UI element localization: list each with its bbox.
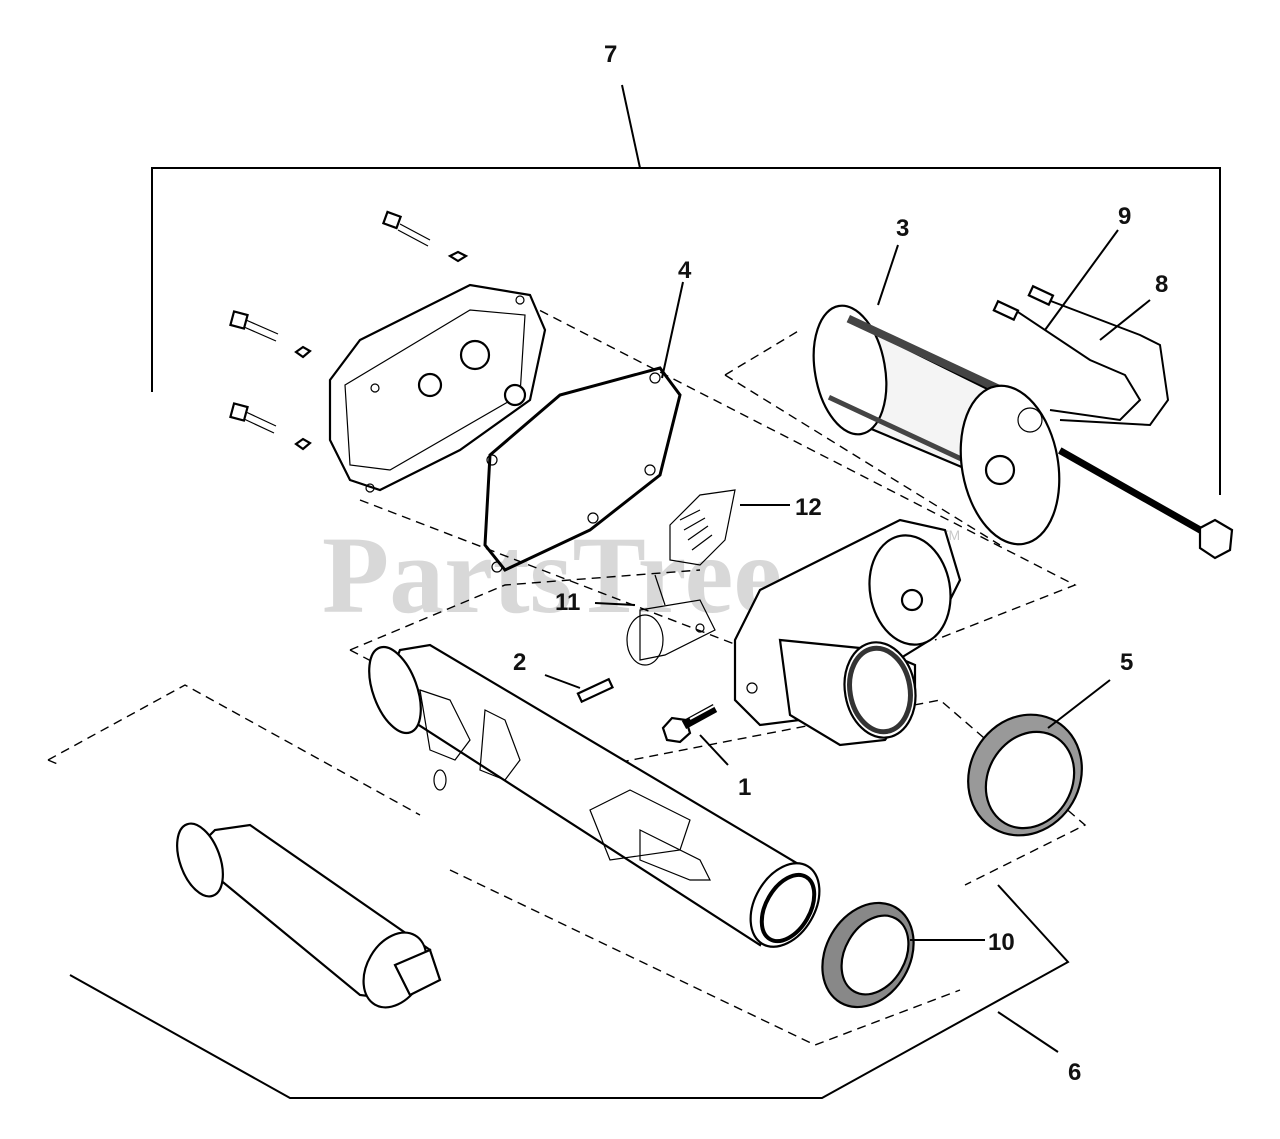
watermark: PartsTree TM: [322, 514, 960, 636]
screw-top: [381, 210, 469, 263]
bracket-assembly-7: [151, 84, 1221, 495]
callout-11: 11: [555, 589, 580, 616]
callout-7: 7: [604, 41, 617, 68]
gear-housing-cover: [328, 283, 547, 493]
callout-4: 4: [678, 257, 692, 284]
motor: [812, 304, 1061, 546]
worm-gear: [626, 489, 736, 666]
gear-housing: [733, 518, 962, 747]
callout-12: 12: [795, 494, 822, 521]
callout-8: 8: [1155, 271, 1168, 298]
seal: [821, 901, 915, 1009]
bracket-assembly-6: [69, 884, 1070, 1099]
actuator-tube: [368, 643, 821, 948]
through-bolt: [1058, 444, 1234, 560]
callout-6: 6: [1068, 1059, 1081, 1086]
callout-3: 3: [896, 215, 909, 242]
callout-5: 5: [1120, 649, 1133, 676]
outer-tube: [176, 822, 442, 1009]
hex-bolt: [661, 704, 718, 744]
pin: [576, 677, 614, 704]
screw-middle: [229, 310, 312, 359]
screw-lower: [229, 402, 312, 451]
callout-9: 9: [1118, 203, 1131, 230]
callout-2: 2: [513, 649, 526, 676]
wires: [992, 284, 1170, 427]
watermark-text: PartsTree: [322, 514, 782, 636]
leader-lines: [544, 229, 1151, 941]
callout-labels: 7 3 9 4 8 12 11 2 5 1 10 6: [513, 41, 1168, 1086]
callout-1: 1: [738, 774, 751, 801]
gasket: [483, 366, 682, 573]
bearing-ring: [967, 713, 1083, 837]
callout-10: 10: [988, 929, 1015, 956]
